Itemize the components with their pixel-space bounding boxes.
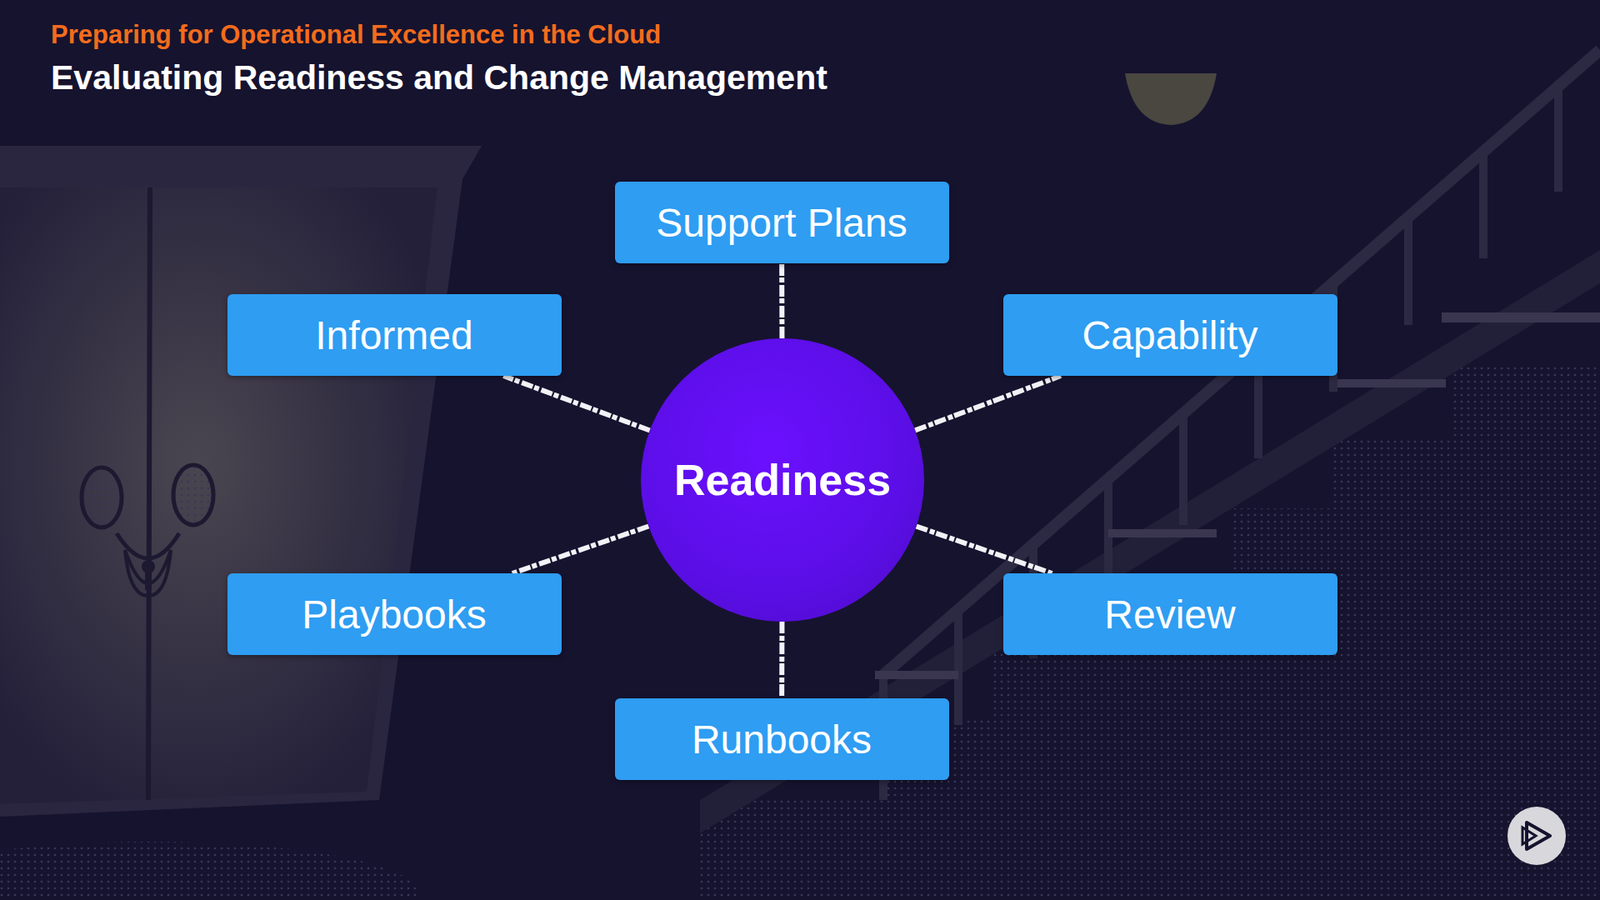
connector-line (512, 526, 649, 574)
hub-circle: Readiness (640, 338, 925, 622)
node-label: Runbooks (691, 716, 872, 763)
node-label: Readiness (674, 455, 891, 505)
door-illustration (0, 145, 482, 817)
connector-line (781, 263, 783, 339)
topic-box: Playbooks (227, 573, 562, 655)
subtitle-label: Preparing for Operational Excellence in … (50, 20, 661, 50)
connector-line (503, 375, 650, 431)
node-label: Review (1104, 591, 1235, 638)
slide-title: Evaluating Readiness and Change Manageme… (50, 58, 828, 98)
topic-box: Runbooks (615, 698, 950, 780)
topic-box: Capability (1003, 294, 1338, 376)
connector-line (916, 526, 1053, 574)
connector-line (915, 375, 1061, 430)
node-label: Informed (315, 312, 473, 359)
topic-box: Support Plans (615, 181, 950, 264)
play-logo (1507, 806, 1566, 865)
lamp-illustration (1125, 73, 1217, 125)
node-label: Playbooks (301, 591, 486, 638)
connector-line (781, 621, 783, 699)
topic-box: Review (1003, 573, 1338, 655)
topic-box: Informed (227, 294, 562, 376)
rug-illustration (0, 841, 417, 900)
node-label: Support Plans (655, 200, 908, 246)
node-label: Capability (1082, 312, 1259, 359)
